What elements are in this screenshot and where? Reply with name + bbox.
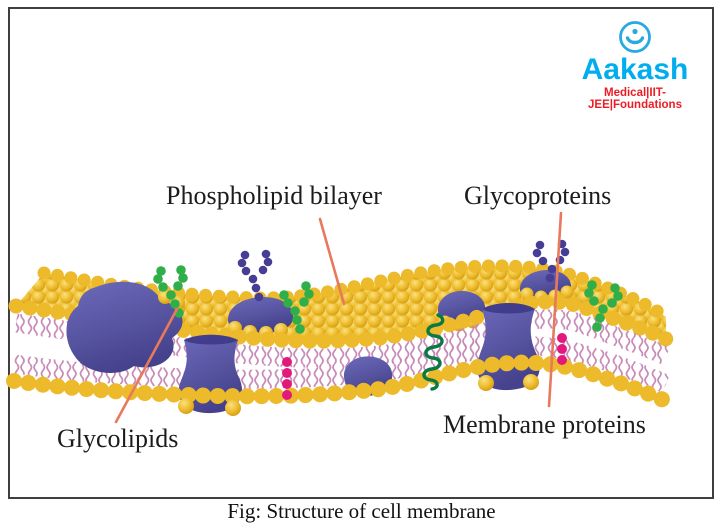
label-glycoproteins: Glycoproteins	[464, 181, 612, 210]
glycolipid-middle	[279, 281, 314, 334]
glycoprotein-chain-mid	[237, 249, 273, 302]
logo-tagline-text: Medical|IIT-JEE|Foundations	[588, 87, 682, 111]
leader-lines	[114, 211, 563, 424]
pink-bead-chain-mid	[282, 357, 292, 400]
glycolipid-right	[584, 280, 623, 332]
helix-protein	[422, 313, 445, 391]
bottom-leaflet-heads-row	[6, 354, 674, 409]
leader-phospholipid-bilayer	[318, 217, 346, 306]
label-membrane-proteins: Membrane proteins	[443, 410, 646, 439]
logo-brand-text: Aakash	[581, 53, 689, 86]
label-glycolipids: Glycolipids	[57, 424, 179, 453]
aakash-person-in-circle-icon	[619, 21, 651, 53]
label-phospholipid-bilayer: Phospholipid bilayer	[166, 181, 382, 210]
figure-border-box	[8, 7, 714, 499]
dome-protein-mid	[227, 297, 294, 333]
aakash-logo: Aakash Medical|IIT-JEE|Foundations	[560, 20, 710, 110]
glycolipid-left	[153, 265, 188, 318]
leader-glycoproteins-membrane-proteins	[547, 211, 563, 408]
figure-caption: Fig: Structure of cell membrane	[227, 499, 496, 523]
pink-bead-chain-right	[557, 333, 567, 365]
leader-glycolipids	[114, 307, 179, 424]
